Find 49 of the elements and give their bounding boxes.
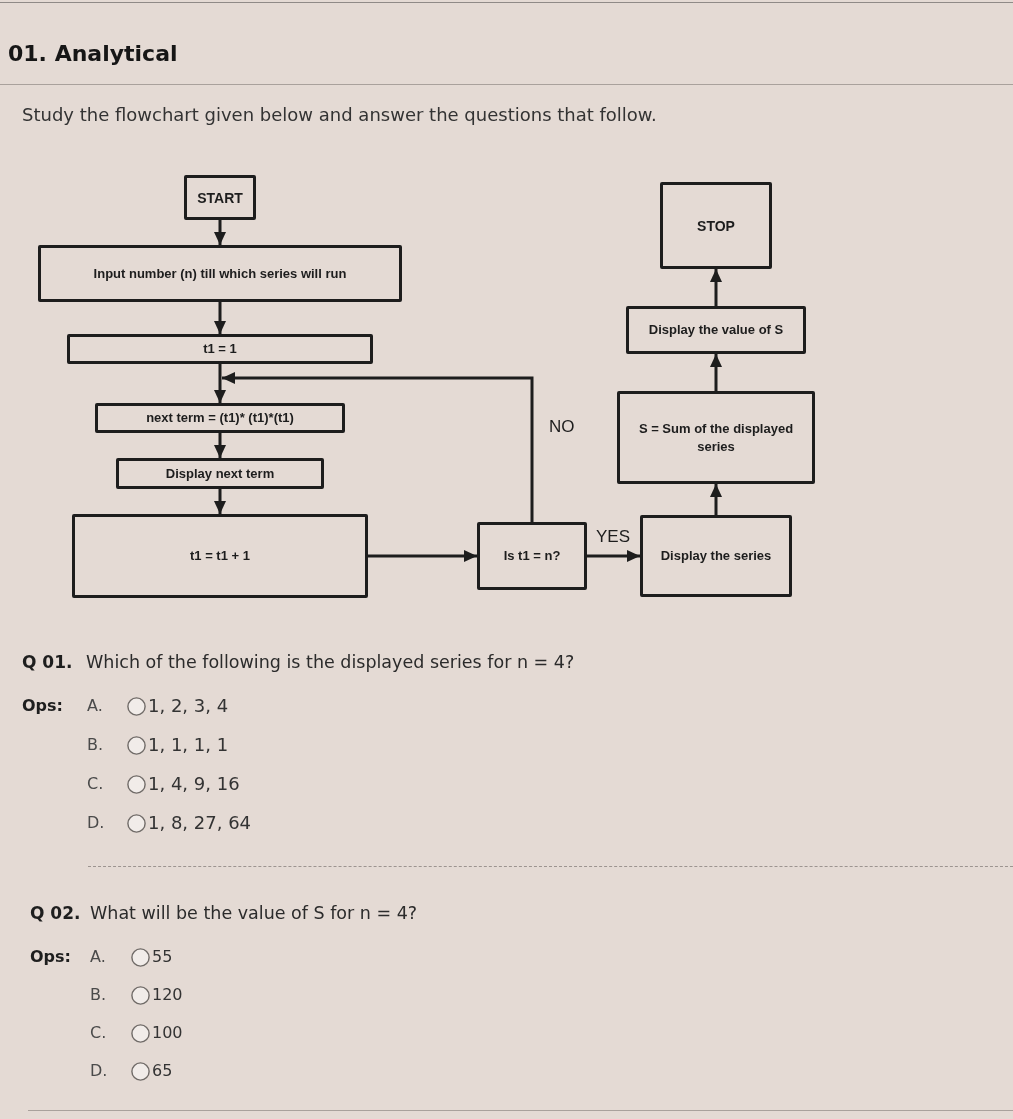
arrow [368, 550, 477, 562]
option-letter: C. [87, 773, 104, 795]
arrow [710, 484, 722, 515]
arrow [222, 372, 534, 522]
arrow [214, 489, 226, 514]
arrow [710, 354, 722, 391]
option-text: 1, 1, 1, 1 [148, 734, 229, 756]
question-number: Q 01. [22, 651, 73, 673]
option-text: 1, 2, 3, 4 [148, 695, 229, 717]
option-text: 65 [152, 1060, 173, 1082]
arrow [214, 220, 226, 245]
start-box: START [184, 175, 256, 220]
stop-box: STOP [660, 182, 772, 269]
arrow [214, 433, 226, 458]
process-box: S = Sum of the displayed series [617, 391, 815, 484]
option-letter: C. [90, 1022, 107, 1044]
option-letter: D. [90, 1060, 108, 1082]
process-box: t1 = t1 + 1 [72, 514, 368, 598]
output-box: Display the value of S [626, 306, 806, 354]
instruction-text: Study the flowchart given below and answer the questions that follow. [22, 104, 657, 126]
arrow [587, 550, 640, 562]
edge-label: NO [549, 417, 575, 437]
option-text: 1, 8, 27, 64 [148, 812, 252, 834]
option-text: 55 [152, 946, 173, 968]
process-box: next term = (t1)* (t1)*(t1) [95, 403, 345, 433]
process-box: t1 = 1 [67, 334, 373, 364]
question-text: Which of the following is the displayed series for n = 4? [86, 651, 575, 673]
section-title: 01. Analytical [8, 40, 178, 68]
question-text: What will be the value of S for n = 4? [90, 902, 418, 924]
option-text: 100 [152, 1022, 183, 1044]
option-letter: A. [87, 695, 103, 717]
option-letter: B. [87, 734, 104, 756]
arrow [214, 378, 226, 403]
options-label: Ops: [22, 695, 63, 717]
output-box: Display next term [116, 458, 324, 489]
option-text: 120 [152, 984, 183, 1006]
options-label: Ops: [30, 946, 71, 968]
option-letter: D. [87, 812, 105, 834]
edge-label: YES [596, 527, 631, 547]
arrow [710, 269, 722, 306]
connector-line [218, 364, 222, 378]
decision-box: Is t1 = n? [477, 522, 587, 590]
arrow [214, 302, 226, 334]
question-number: Q 02. [30, 902, 81, 924]
input-box: Input number (n) till which series will run [38, 245, 402, 302]
option-letter: A. [90, 946, 106, 968]
output-box: Display the series [640, 515, 792, 597]
option-text: 1, 4, 9, 16 [148, 773, 240, 795]
option-letter: B. [90, 984, 107, 1006]
